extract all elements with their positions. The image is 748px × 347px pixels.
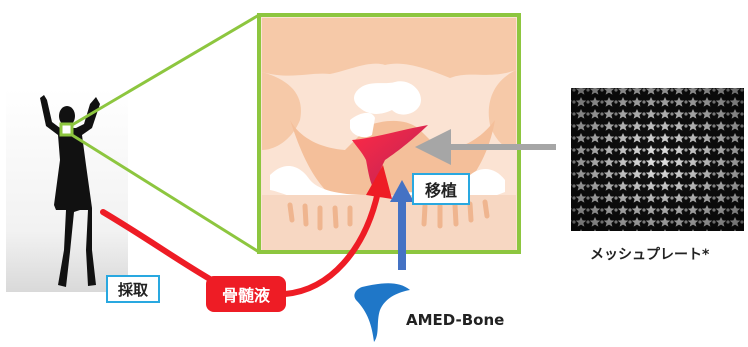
harvest-label: 採取 (106, 275, 160, 303)
mesh-plate-label: メッシュプレート* (590, 244, 709, 264)
transplant-label: 移植 (412, 173, 470, 205)
zoom-frame (259, 15, 519, 252)
person-photo (6, 88, 128, 292)
bone-marrow-fluid-label: 骨髄液 (206, 276, 286, 312)
amed-bone-logo-icon (354, 283, 410, 342)
mesh-plate-image (571, 88, 744, 231)
zoom-line-top (72, 15, 259, 125)
amed-bone-label: AMED-Bone (406, 311, 504, 329)
